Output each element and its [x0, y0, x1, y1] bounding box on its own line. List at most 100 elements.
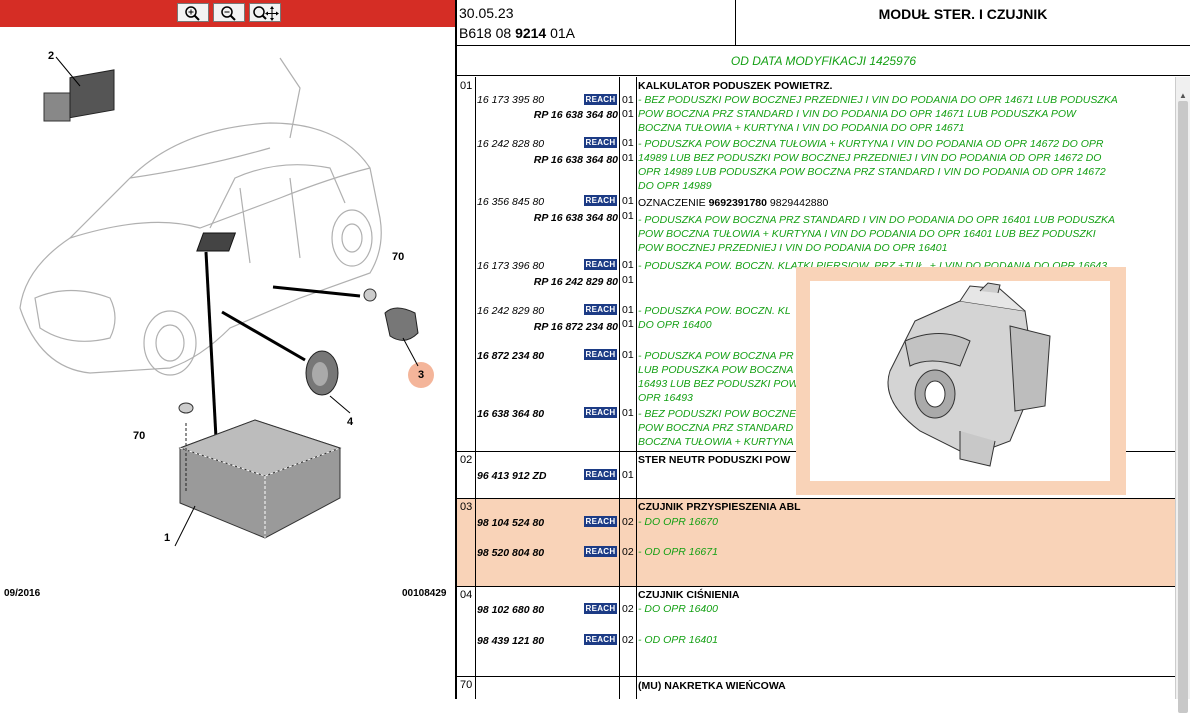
row-description: - PODUSZKA POW. BOCZN. KL [638, 305, 791, 317]
group-04: 04 CZUJNIK CIŚNIENIA 98 102 680 80 REACH… [457, 587, 1175, 677]
group-title: STER NEUTR PODUSZKI POW [638, 454, 791, 466]
vertical-scrollbar[interactable]: ▲ [1175, 77, 1190, 713]
row-description: - PODUSZKA POW BOCZNA TUŁOWIA + KURTYNA … [638, 138, 1106, 192]
group-03: 03 CZUJNIK PRZYSPIESZENIA ABL 98 104 524… [457, 499, 1175, 587]
note-bold: 9692391780 [708, 197, 767, 209]
part-number[interactable]: 98 102 680 80 [477, 604, 545, 616]
quantity: 01 [622, 259, 634, 271]
reach-badge: REACH [584, 407, 617, 418]
quantity: 02 [622, 603, 634, 615]
page-title: MODUŁ STER. I CZUJNIK [735, 0, 1190, 45]
part-number[interactable]: 16 173 396 80 [477, 260, 545, 272]
reach-badge: REACH [584, 94, 617, 105]
reach-badge: REACH [584, 634, 617, 645]
row-description: - PODUSZKA POW BOCZNA PRZ STANDARD I VIN… [638, 214, 1115, 254]
scroll-up-arrow-icon[interactable]: ▲ [1179, 91, 1187, 100]
row-description: - BEZ PODUSZKI POW BOCZNEJ PRZEDNIEJ I V… [638, 94, 1118, 134]
part-number[interactable]: 16 356 845 80 [477, 196, 545, 208]
reach-badge: REACH [584, 349, 617, 360]
row-description: DO OPR 16400 [638, 319, 712, 331]
part-number[interactable]: 16 242 829 80 [477, 305, 545, 317]
quantity: 01 [622, 152, 634, 164]
zoom-fit-button[interactable] [249, 3, 281, 22]
modification-banner: OD DATA MODYFIKACJI 1425976 [457, 46, 1190, 76]
part-number[interactable]: 16 872 234 80 [477, 350, 545, 362]
pane-divider[interactable] [455, 0, 457, 699]
part-number[interactable]: 98 520 804 80 [477, 547, 545, 559]
part-number[interactable]: 16 173 395 80 [477, 94, 545, 106]
header-date: 30.05.23 [459, 5, 514, 21]
column-divider [475, 77, 476, 699]
reach-badge: REACH [584, 195, 617, 206]
replacement-part[interactable]: RP 16 242 829 80 [533, 276, 618, 288]
zoom-out-button[interactable] [213, 3, 245, 22]
part-3-sensor [272, 285, 434, 388]
parts-table: 01 KALKULATOR PODUSZEK POWIETRZ. 16 173 … [457, 77, 1175, 699]
row-description: - DO OPR 16400 [638, 603, 718, 615]
reach-badge: REACH [584, 137, 617, 148]
group-70: 70 (MU) NAKRETKA WIEŃCOWA [457, 677, 1175, 699]
row-description: - BEZ PODUSZKI POW BOCZNE [638, 408, 797, 420]
group-title: CZUJNIK CIŚNIENIA [638, 589, 740, 601]
part-2-sensor [43, 56, 115, 122]
replacement-part[interactable]: RP 16 638 364 80 [533, 212, 618, 224]
ref-prefix: B618 08 [459, 25, 516, 41]
quantity: 01 [622, 407, 634, 419]
part-1-module [174, 251, 342, 547]
group-number: 02 [460, 454, 473, 466]
group-title: (MU) NAKRETKA WIEŃCOWA [638, 680, 786, 692]
group-title: KALKULATOR PODUSZEK POWIETRZ. [638, 80, 833, 92]
column-divider [636, 77, 637, 699]
scroll-thumb[interactable] [1178, 101, 1188, 713]
reach-badge: REACH [584, 516, 617, 527]
zoom-toolbar [0, 0, 455, 27]
part-number[interactable]: 16 638 364 80 [477, 408, 545, 420]
quantity: 01 [622, 94, 634, 106]
row-description: 16493 LUB BEZ PODUSZKI POW [638, 378, 799, 390]
group-number: 03 [460, 501, 473, 513]
replacement-part[interactable]: RP 16 638 364 80 [533, 109, 618, 121]
quantity: 01 [622, 195, 634, 207]
diagram-date: 09/2016 [4, 588, 41, 599]
replacement-part[interactable]: RP 16 872 234 80 [533, 321, 618, 333]
note-rest: 9829442880 [767, 197, 829, 209]
part-4-sensor [221, 310, 351, 414]
ref-suffix: 01A [546, 25, 576, 41]
parts-diagram: 2 70 3 4 70 1 09/2016 00108429 [0, 28, 455, 599]
quantity: 01 [622, 137, 634, 149]
quantity: 02 [622, 546, 634, 558]
designation-note: OZNACZENIE 9692391780 9829442880 [638, 196, 1118, 210]
header-reference: B618 08 9214 01A [459, 25, 575, 41]
callout-2: 2 [48, 50, 55, 62]
group-number: 04 [460, 589, 473, 601]
reach-badge: REACH [584, 603, 617, 614]
part-number[interactable]: 96 413 912 ZD [477, 470, 547, 482]
row-description: POW BOCZNA PRZ STANDARD [638, 422, 794, 434]
row-description: OPR 16493 [638, 392, 693, 404]
quantity: 02 [622, 516, 634, 528]
zoom-in-icon [185, 5, 200, 21]
row-description: - OD OPR 16671 [638, 546, 718, 558]
header-divider [457, 45, 1190, 46]
zoom-fit-icon [253, 5, 279, 21]
sensor-illustration [887, 282, 1051, 467]
callout-70-bottom: 70 [133, 430, 146, 442]
part-preview-popup [796, 267, 1126, 495]
part-number[interactable]: 98 104 524 80 [477, 517, 545, 529]
quantity: 01 [622, 210, 634, 222]
row-description: LUB PODUSZKA POW BOCZNA [638, 364, 794, 376]
ref-bold: 9214 [515, 25, 547, 41]
reach-badge: REACH [584, 469, 617, 480]
group-number: 01 [460, 80, 473, 92]
part-number[interactable]: 98 439 121 80 [477, 635, 545, 647]
replacement-part[interactable]: RP 16 638 364 80 [533, 154, 618, 166]
quantity: 01 [622, 108, 634, 120]
callout-1: 1 [164, 532, 171, 544]
part-number[interactable]: 16 242 828 80 [477, 138, 545, 150]
note-label: OZNACZENIE [638, 197, 709, 209]
zoom-in-button[interactable] [177, 3, 209, 22]
part-preview-image [810, 281, 1110, 481]
quantity: 01 [622, 318, 634, 330]
column-divider [619, 77, 620, 699]
callout-3: 3 [418, 369, 425, 381]
